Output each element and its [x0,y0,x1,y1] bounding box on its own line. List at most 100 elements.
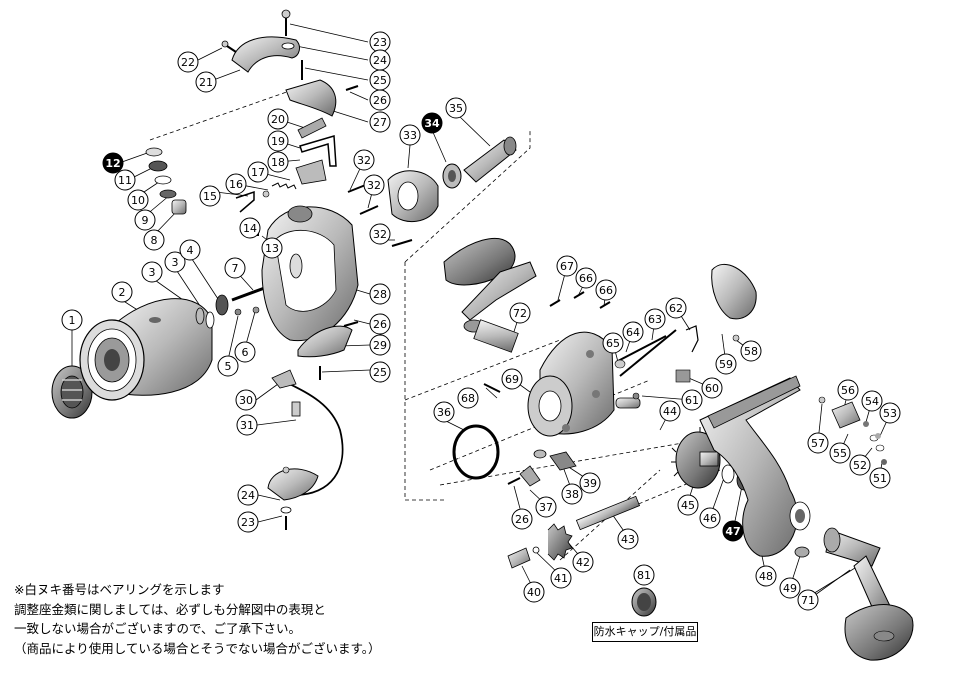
callout-number: 31 [240,419,254,432]
callout-circle [369,313,391,335]
callout-34: 34 [421,112,443,134]
callout-40: 40 [523,581,545,603]
callout-circle [164,251,186,273]
note-bearing: ※白ヌキ番号はベアリングを示します [14,582,225,597]
callout-51: 51 [869,467,891,489]
callout-number: 9 [142,214,149,227]
callout-number: 42 [576,556,590,569]
callout-72: 72 [509,302,531,324]
rotor-nut-group [347,136,517,247]
callout-3: 3 [164,251,186,273]
callout-number: 58 [744,345,758,358]
callout-56: 56 [837,379,859,401]
callout-circle [602,332,624,354]
callout-number: 71 [801,594,815,607]
callout-circle [879,402,901,424]
callout-26: 26 [369,313,391,335]
callout-14: 14 [239,217,261,239]
callout-number: 10 [131,194,145,207]
callout-10: 10 [127,189,149,211]
callout-number: 72 [513,307,527,320]
callout-circle [644,308,666,330]
callout-circle [433,401,455,423]
callout-number: 22 [181,56,195,69]
callout-number: 7 [232,262,239,275]
callout-circle [779,577,801,599]
callout-9: 9 [134,209,156,231]
callout-number: 45 [681,499,695,512]
callout-number: 12 [105,157,120,170]
callout-circle [237,484,259,506]
callout-47: 47 [722,520,744,542]
callout-26: 26 [369,89,391,111]
callout-number: 6 [242,346,249,359]
callout-number: 44 [663,405,677,418]
callout-68: 68 [457,387,479,409]
callout-circle [369,334,391,356]
note-adjust-2: 一致しない場合がございますので、ご了承下さい。 [14,621,302,636]
callout-43: 43 [617,528,639,550]
callout-2: 2 [111,281,133,303]
callout-circle [681,389,703,411]
callout-circle [677,494,699,516]
callout-4: 4 [179,239,201,261]
callout-16: 16 [225,173,247,195]
callout-28: 28 [369,283,391,305]
callout-circle [511,508,533,530]
callout-53: 53 [879,402,901,424]
callout-circle [369,223,391,245]
callout-circle [457,387,479,409]
callout-17: 17 [247,161,269,183]
callout-circle [861,390,883,412]
handle-left [443,237,537,353]
callout-circle [239,217,261,239]
callout-circle [195,71,217,93]
callout-18: 18 [267,151,289,173]
callout-circle [633,564,655,586]
callout-number: 2 [119,286,126,299]
callout-41: 41 [550,567,572,589]
callout-circle [797,589,819,611]
bail-wire [267,369,344,530]
callout-45: 45 [677,494,699,516]
callout-39: 39 [579,472,601,494]
callout-6: 6 [234,341,256,363]
callout-number: 16 [229,178,243,191]
callout-circle [579,472,601,494]
callout-64: 64 [622,321,644,343]
notes: ※白ヌキ番号はベアリングを示します 調整座金類に関しましては、必ずしも分解図中の… [14,580,434,658]
callout-20: 20 [267,108,289,130]
callout-number: 33 [403,129,417,142]
callout-circle [837,379,859,401]
callout-30: 30 [235,389,257,411]
callout-25: 25 [369,69,391,91]
callout-number: 26 [515,513,529,526]
callout-circle [722,520,744,542]
callout-1: 1 [61,309,83,331]
callout-circle [617,528,639,550]
callout-number: 59 [719,358,733,371]
callout-number: 53 [883,407,897,420]
callout-21: 21 [195,71,217,93]
callout-32: 32 [369,223,391,245]
callout-63: 63 [644,308,666,330]
callout-number: 66 [579,272,593,285]
callout-32: 32 [363,174,385,196]
callout-circle [699,507,721,529]
callout-number: 52 [853,459,867,472]
callout-number: 35 [449,102,463,115]
callout-circle [535,496,557,518]
callout-number: 38 [565,488,579,501]
bail-arm-top [221,9,303,80]
callout-number: 18 [271,156,285,169]
callout-number: 23 [241,516,255,529]
rotor [261,205,359,342]
main-body-frame [699,375,811,558]
callout-circle [556,255,578,277]
callout-circle [237,511,259,533]
callout-number: 48 [759,570,773,583]
callout-number: 25 [373,366,387,379]
callout-number: 23 [373,36,387,49]
callout-number: 65 [606,337,620,350]
callout-circle [199,185,221,207]
